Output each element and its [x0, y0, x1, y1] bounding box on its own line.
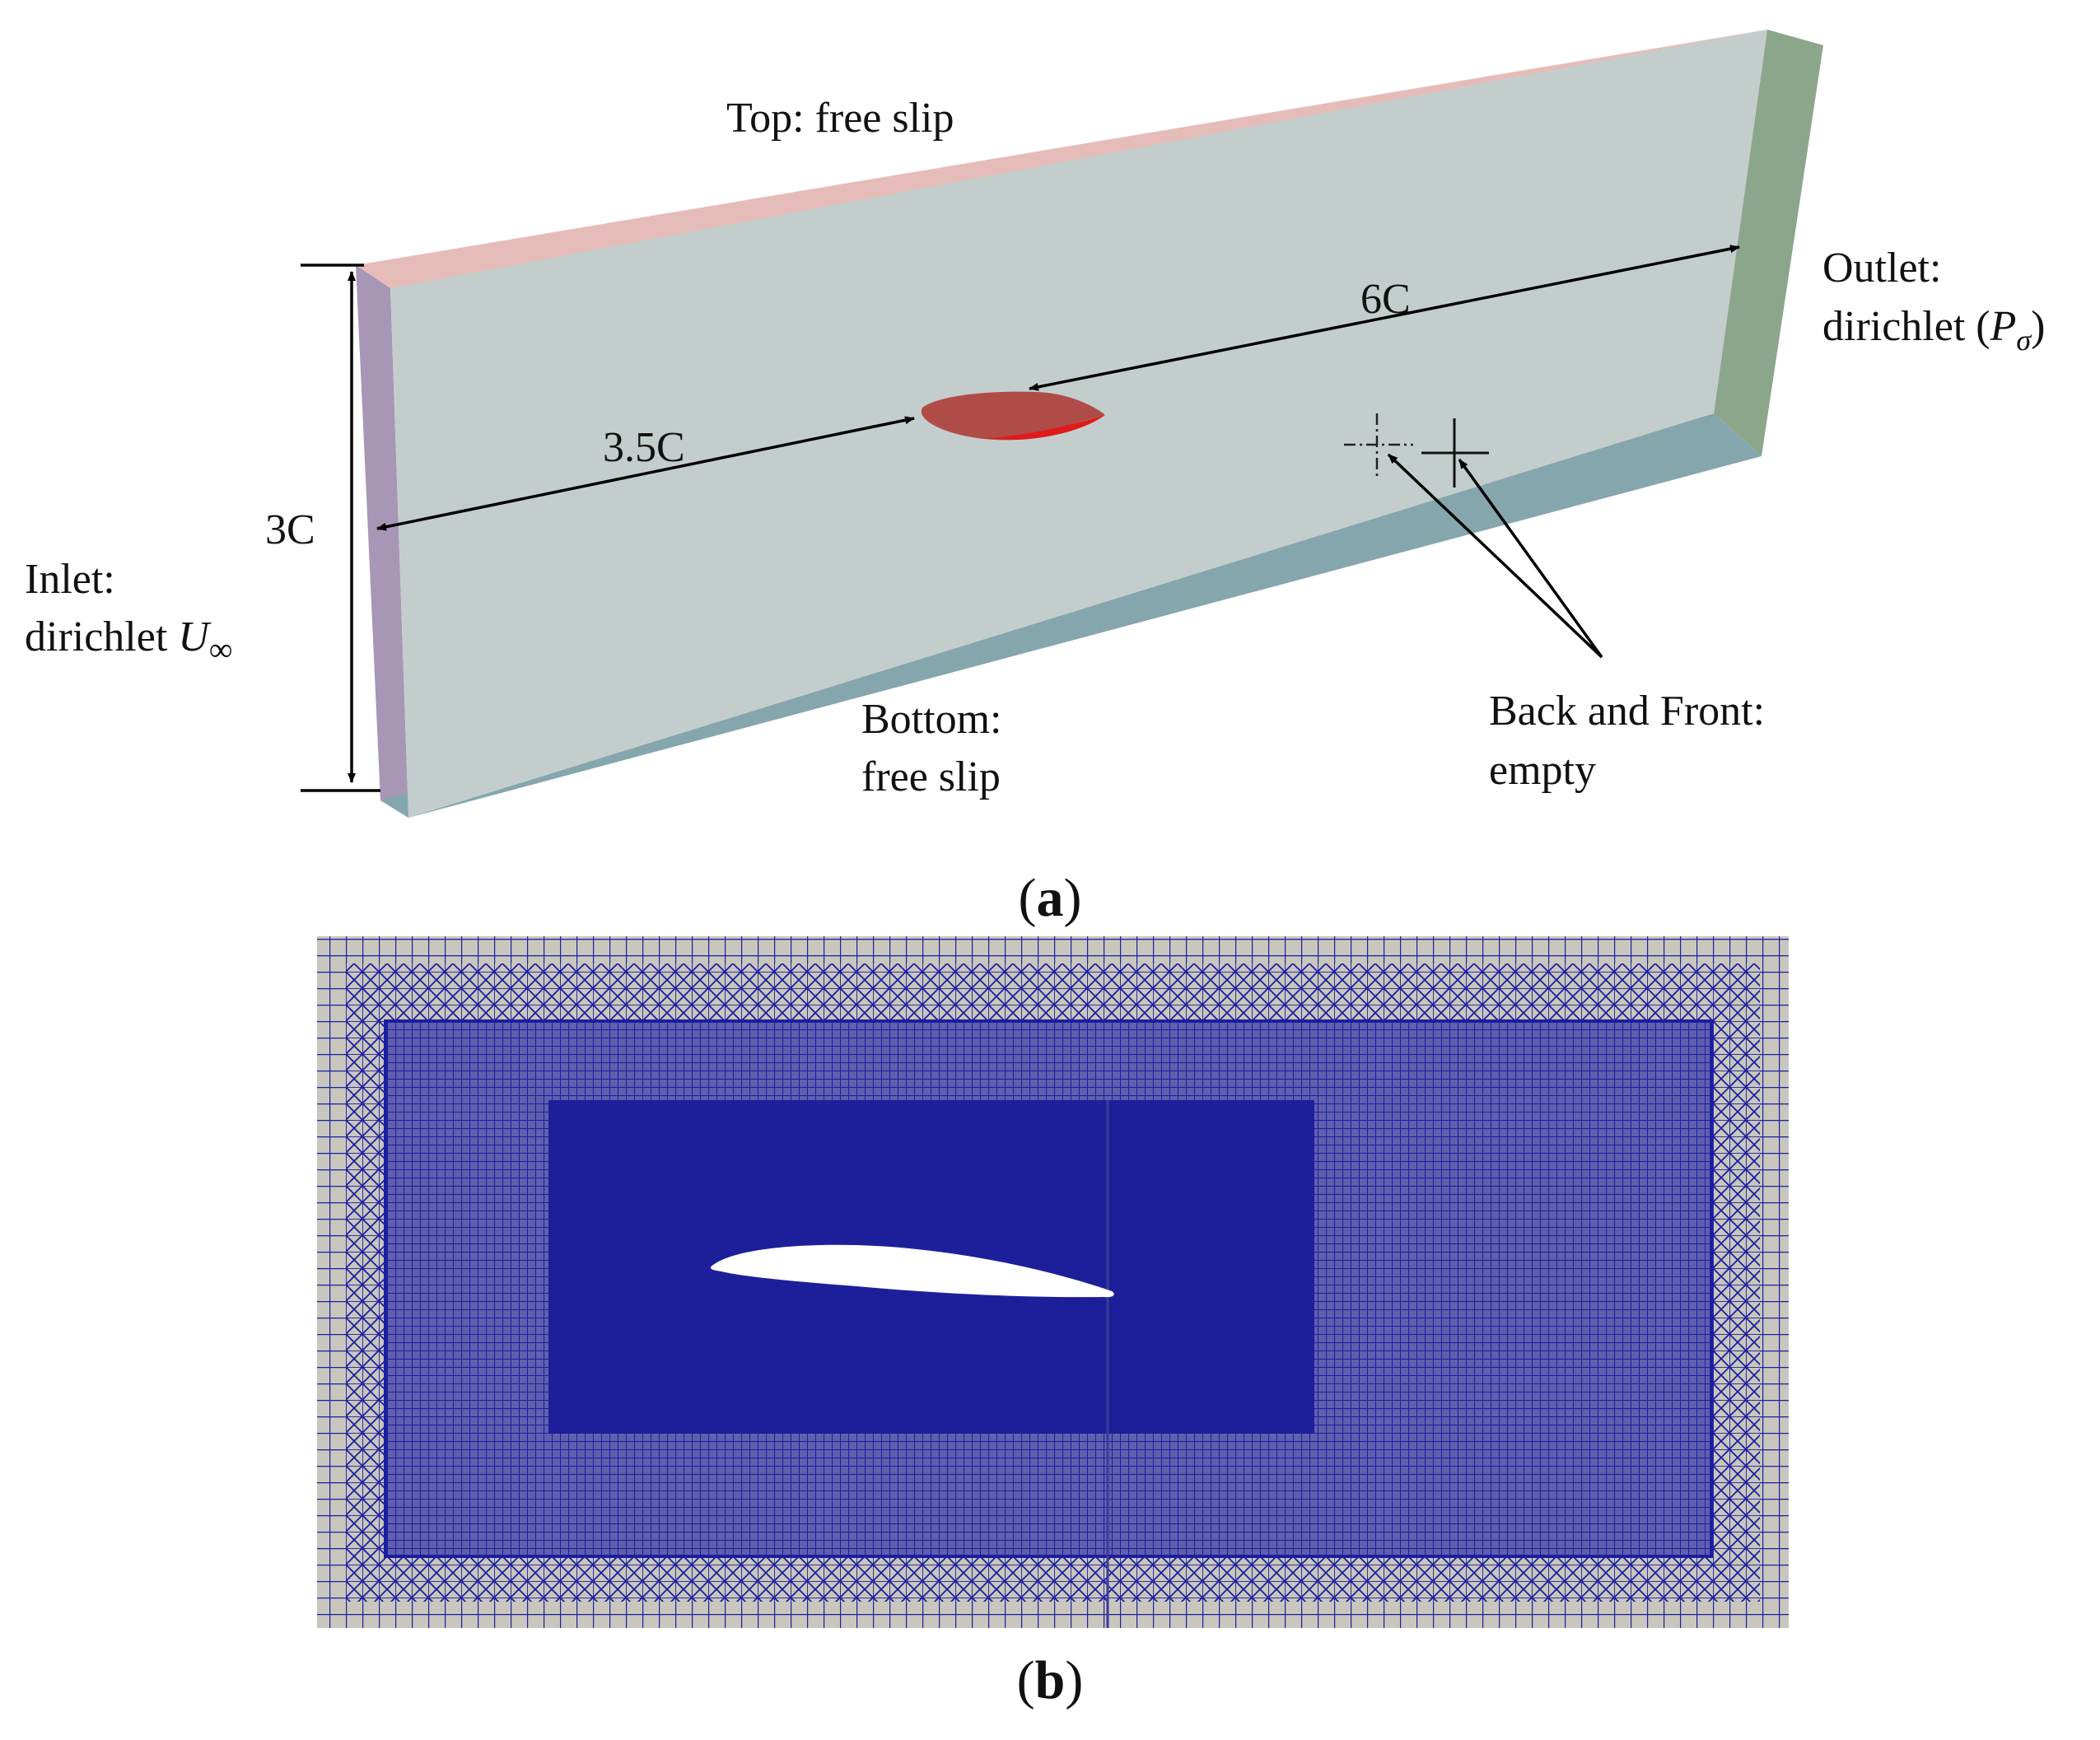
dim-label-6c: 6C [1360, 276, 1411, 323]
label-bottom-line2: free slip [861, 753, 1001, 800]
panel-a: 3C 3.5C 6C Top: free slip Outlet: dirich… [25, 30, 2045, 928]
dim-label-3c: 3C [265, 506, 315, 553]
dimension-3-5c: 3.5C [376, 416, 915, 531]
outlet-face [1714, 30, 1823, 456]
dim-arrow-6c [1029, 245, 1740, 391]
back-pointer-arrow [1387, 453, 1603, 659]
mesh-airfoil-cutout [710, 1244, 1114, 1298]
airfoil-3d [921, 391, 1105, 441]
label-backfront-line2: empty [1489, 747, 1596, 794]
airfoil-front-surface [972, 415, 1105, 440]
caption-a: (a) [1019, 868, 1082, 928]
panel-b: (b) [317, 936, 1789, 1710]
label-bottom-line1: Bottom: [861, 696, 1001, 743]
label-top: Top: free slip [726, 95, 954, 142]
front-pointer-arrow [1458, 458, 1603, 659]
dim-label-3-5c: 3.5C [603, 424, 685, 471]
label-backfront-line1: Back and Front: [1489, 688, 1765, 735]
inlet-face [356, 265, 408, 818]
front-marker-icon [1421, 418, 1489, 487]
label-inlet-line2: dirichlet U∞ [25, 613, 232, 668]
dimension-6c: 6C [1029, 245, 1740, 391]
caption-b: (b) [1017, 1650, 1084, 1710]
label-inlet-line1: Inlet: [25, 556, 115, 603]
dim-arrow-3-5c [376, 416, 915, 531]
label-outlet-line1: Outlet: [1822, 245, 1941, 292]
dimension-3c: 3C [265, 264, 380, 792]
mesh-image [317, 936, 1789, 1628]
back-marker-icon [1344, 413, 1413, 478]
label-outlet-line2: dirichlet (Pσ) [1822, 303, 2045, 357]
